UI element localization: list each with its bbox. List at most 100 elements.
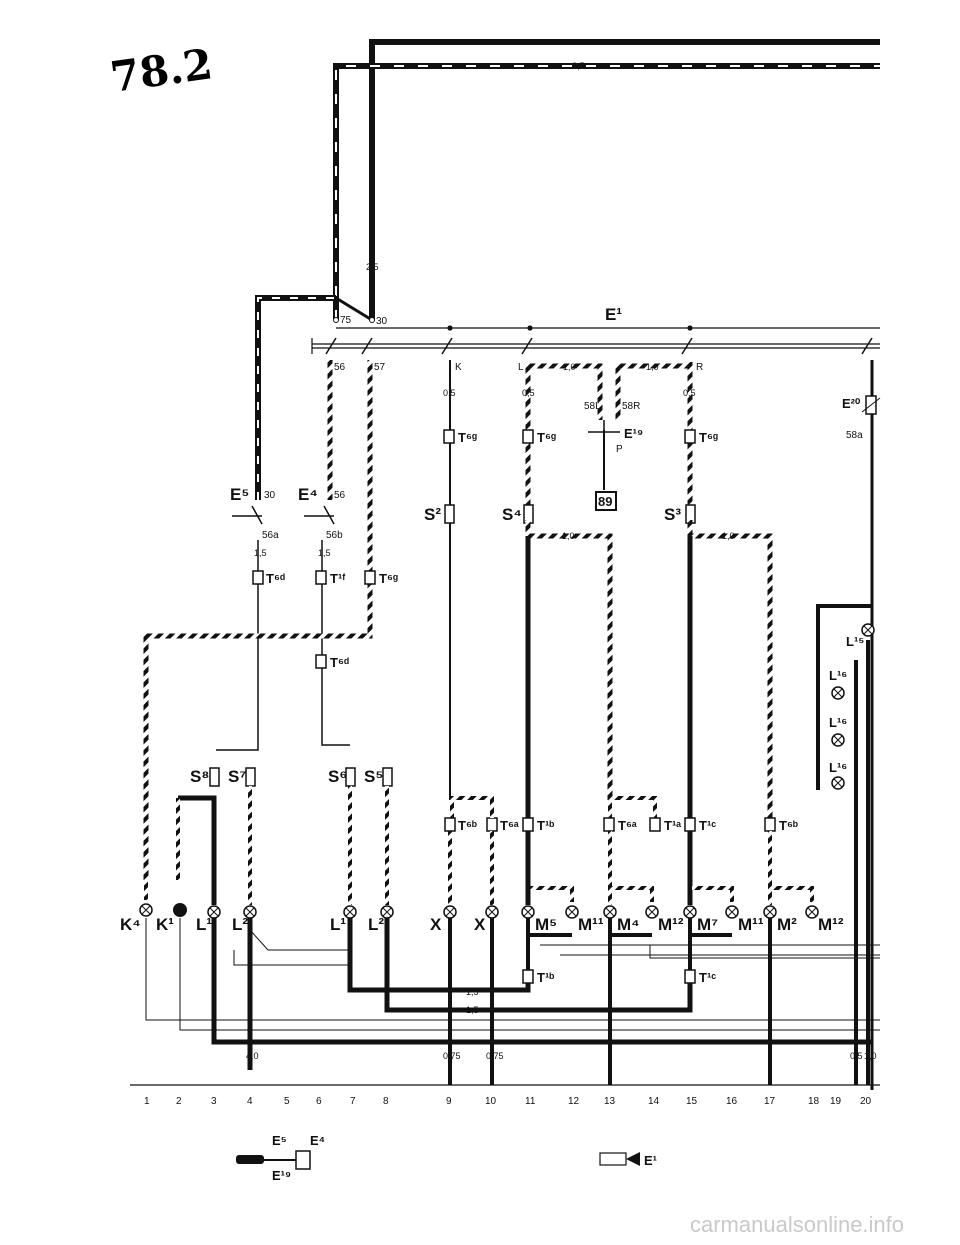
wire-size-label: 0,5 xyxy=(443,388,456,398)
svg-text:13: 13 xyxy=(604,1096,616,1107)
svg-text:56: 56 xyxy=(334,490,346,501)
wire-size-label: 1,0 xyxy=(646,362,659,372)
svg-text:56: 56 xyxy=(334,362,346,373)
svg-text:89: 89 xyxy=(598,494,612,509)
svg-text:T⁶ᵃ: T⁶ᵃ xyxy=(618,818,637,833)
svg-text:T⁶ᵍ: T⁶ᵍ xyxy=(537,430,556,445)
svg-text:T⁶ᵍ: T⁶ᵍ xyxy=(699,430,718,445)
svg-text:1: 1 xyxy=(144,1096,150,1107)
svg-text:56a: 56a xyxy=(262,530,279,541)
svg-text:L²: L² xyxy=(232,915,248,934)
wire-size-label: 1,5 xyxy=(466,987,479,997)
svg-text:T¹ᵇ: T¹ᵇ xyxy=(537,970,554,985)
fuses-upper: S² S⁴ S³ xyxy=(424,504,696,524)
svg-text:58R: 58R xyxy=(622,401,640,412)
connector-row-lower: T⁶ᵇ T⁶ᵃ T¹ᵇ T⁶ᵃ T¹ᵃ T¹ᶜ T⁶ᵇ xyxy=(444,796,798,833)
svg-text:L¹⁵: L¹⁵ xyxy=(846,634,864,649)
svg-text:X: X xyxy=(474,915,486,934)
svg-text:T⁶ᵍ: T⁶ᵍ xyxy=(379,571,398,586)
svg-text:E¹⁹: E¹⁹ xyxy=(272,1168,291,1183)
wire-size-label: 0,75 xyxy=(486,1051,504,1061)
bus-label-e1: E¹ xyxy=(605,305,622,324)
svg-text:T¹ᵃ: T¹ᵃ xyxy=(664,818,681,833)
svg-text:T⁶ᵇ: T⁶ᵇ xyxy=(458,818,477,833)
svg-text:7: 7 xyxy=(350,1096,356,1107)
light-switch-e1 xyxy=(311,325,880,355)
svg-text:L¹: L¹ xyxy=(330,915,346,934)
svg-text:T⁶ᵃ: T⁶ᵃ xyxy=(500,818,519,833)
svg-text:E²⁰: E²⁰ xyxy=(842,396,861,411)
svg-text:M⁵: M⁵ xyxy=(535,915,557,934)
svg-text:12: 12 xyxy=(568,1096,580,1107)
wire-size-label: 1,0 xyxy=(864,1051,877,1061)
svg-text:S⁸: S⁸ xyxy=(190,767,209,786)
svg-text:S²: S² xyxy=(424,505,441,524)
wire-size-label: 1,0 xyxy=(563,362,576,372)
svg-text:L¹⁶: L¹⁶ xyxy=(829,668,847,683)
wire-size-label: 4,0 xyxy=(246,1051,259,1061)
dimmer-e20: E²⁰ 58a xyxy=(842,360,881,1090)
svg-text:R: R xyxy=(696,362,703,373)
svg-text:1,5: 1,5 xyxy=(254,548,267,558)
ground-bus xyxy=(145,640,880,1085)
svg-text:3: 3 xyxy=(211,1096,217,1107)
svg-text:17: 17 xyxy=(764,1096,776,1107)
svg-text:L¹⁶: L¹⁶ xyxy=(829,760,847,775)
svg-text:20: 20 xyxy=(860,1096,872,1107)
connector-89 xyxy=(595,491,617,511)
svg-text:18: 18 xyxy=(808,1096,820,1107)
stub-58-wires xyxy=(530,886,814,937)
svg-text:E⁵: E⁵ xyxy=(272,1133,287,1148)
svg-text:M¹¹: M¹¹ xyxy=(738,915,764,934)
svg-text:T⁶ᵈ: T⁶ᵈ xyxy=(330,655,349,670)
svg-text:15: 15 xyxy=(686,1096,698,1107)
wire-size-label: 2,5 xyxy=(366,262,379,272)
svg-text:E¹⁹: E¹⁹ xyxy=(624,426,643,441)
parking-light-switch-e19: 58L 58R E¹⁹ P 89 xyxy=(584,401,643,511)
svg-text:5: 5 xyxy=(284,1096,290,1107)
connector-row-left: T⁶ᵈ T¹ᶠ T⁶ᵍ T⁶ᵈ 1,5 1,5 xyxy=(143,540,398,880)
svg-text:T⁶ᵇ: T⁶ᵇ xyxy=(779,818,798,833)
svg-text:T¹ᶜ: T¹ᶜ xyxy=(699,818,716,833)
legend-switch-e5-e4-e19: E⁵ E⁴ E¹⁹ xyxy=(236,1133,325,1183)
wire-size-label: 1,0 xyxy=(722,531,735,541)
wire-size-label: 2,5 xyxy=(572,61,585,71)
legend-switch-e1: E¹ xyxy=(599,1152,657,1168)
svg-text:75: 75 xyxy=(340,315,352,326)
svg-text:L¹: L¹ xyxy=(196,915,212,934)
svg-text:9: 9 xyxy=(446,1096,452,1107)
svg-text:30: 30 xyxy=(376,316,388,327)
svg-text:S⁷: S⁷ xyxy=(228,767,246,786)
svg-text:L: L xyxy=(518,362,524,373)
svg-text:S⁵: S⁵ xyxy=(364,767,383,786)
svg-text:14: 14 xyxy=(648,1096,660,1107)
switch-e5-e4: E⁵ E⁴ 30 56 56a 56b xyxy=(230,485,346,541)
main-feed-wires xyxy=(255,39,880,500)
svg-text:1,5: 1,5 xyxy=(318,548,331,558)
svg-text:S⁶: S⁶ xyxy=(328,767,347,786)
svg-text:S⁴: S⁴ xyxy=(502,505,522,524)
svg-text:2: 2 xyxy=(176,1096,182,1107)
svg-text:10: 10 xyxy=(485,1096,497,1107)
svg-text:4: 4 xyxy=(247,1096,253,1107)
svg-text:M⁷: M⁷ xyxy=(697,915,718,934)
connector-row-bottom: T¹ᵇ T¹ᶜ xyxy=(522,969,716,985)
svg-text:11: 11 xyxy=(525,1096,536,1107)
svg-text:K: K xyxy=(455,362,462,373)
svg-text:S³: S³ xyxy=(664,505,681,524)
svg-text:T⁶ᵈ: T⁶ᵈ xyxy=(266,571,285,586)
svg-text:M¹²: M¹² xyxy=(818,915,844,934)
svg-text:M¹²: M¹² xyxy=(658,915,684,934)
svg-text:T⁶ᵍ: T⁶ᵍ xyxy=(458,430,477,445)
mid-wires xyxy=(449,520,872,820)
column-numbers: 1 2 3 4 5 6 7 8 9 10 11 12 13 14 15 16 1… xyxy=(144,1096,872,1107)
svg-text:30: 30 xyxy=(264,490,276,501)
svg-text:57: 57 xyxy=(374,362,386,373)
lower-wires xyxy=(144,786,772,905)
drop-wires xyxy=(327,360,693,580)
svg-text:P: P xyxy=(616,444,623,455)
svg-text:58a: 58a xyxy=(846,430,863,441)
wire-size-label: 1,0 xyxy=(562,531,575,541)
switch-terminals: 75 30 56 57 K L R xyxy=(333,315,703,373)
svg-text:E⁴: E⁴ xyxy=(298,485,318,504)
